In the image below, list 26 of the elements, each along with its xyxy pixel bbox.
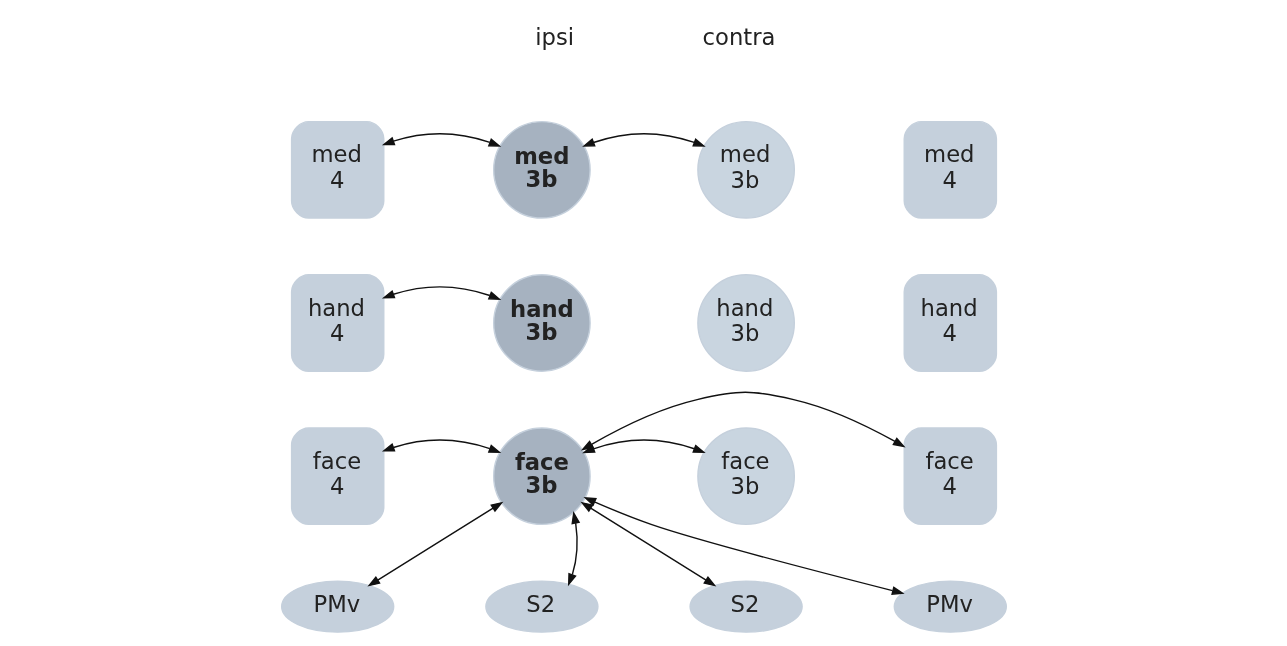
arrow	[381, 439, 501, 454]
node-circle: med 3b	[696, 120, 795, 219]
node-circle: med 3b	[492, 120, 591, 219]
node-circle: hand 3b	[696, 274, 795, 372]
node-box: med 4	[903, 120, 997, 219]
label: ipsi	[534, 23, 574, 50]
arrow	[381, 133, 501, 147]
node-circle: hand 3b	[492, 274, 591, 372]
node-ellipse: S2	[688, 580, 803, 633]
node-ellipse: PMv	[893, 580, 1007, 633]
arrow	[579, 501, 716, 587]
node-box: face 4	[290, 427, 384, 526]
arrow	[567, 511, 580, 587]
node-box: face 4	[903, 427, 997, 526]
arrow	[581, 132, 706, 147]
node-ellipse: S2	[484, 580, 599, 633]
node-circle: face 3b	[696, 427, 795, 526]
node-box: med 4	[290, 120, 384, 219]
arrow	[580, 391, 906, 451]
arrow	[582, 497, 905, 595]
arrow	[381, 286, 501, 300]
node-box: hand 4	[290, 274, 384, 372]
label: contra	[702, 23, 775, 50]
arrow	[366, 501, 503, 587]
node-ellipse: PMv	[280, 580, 394, 633]
node-box: hand 4	[903, 274, 997, 372]
